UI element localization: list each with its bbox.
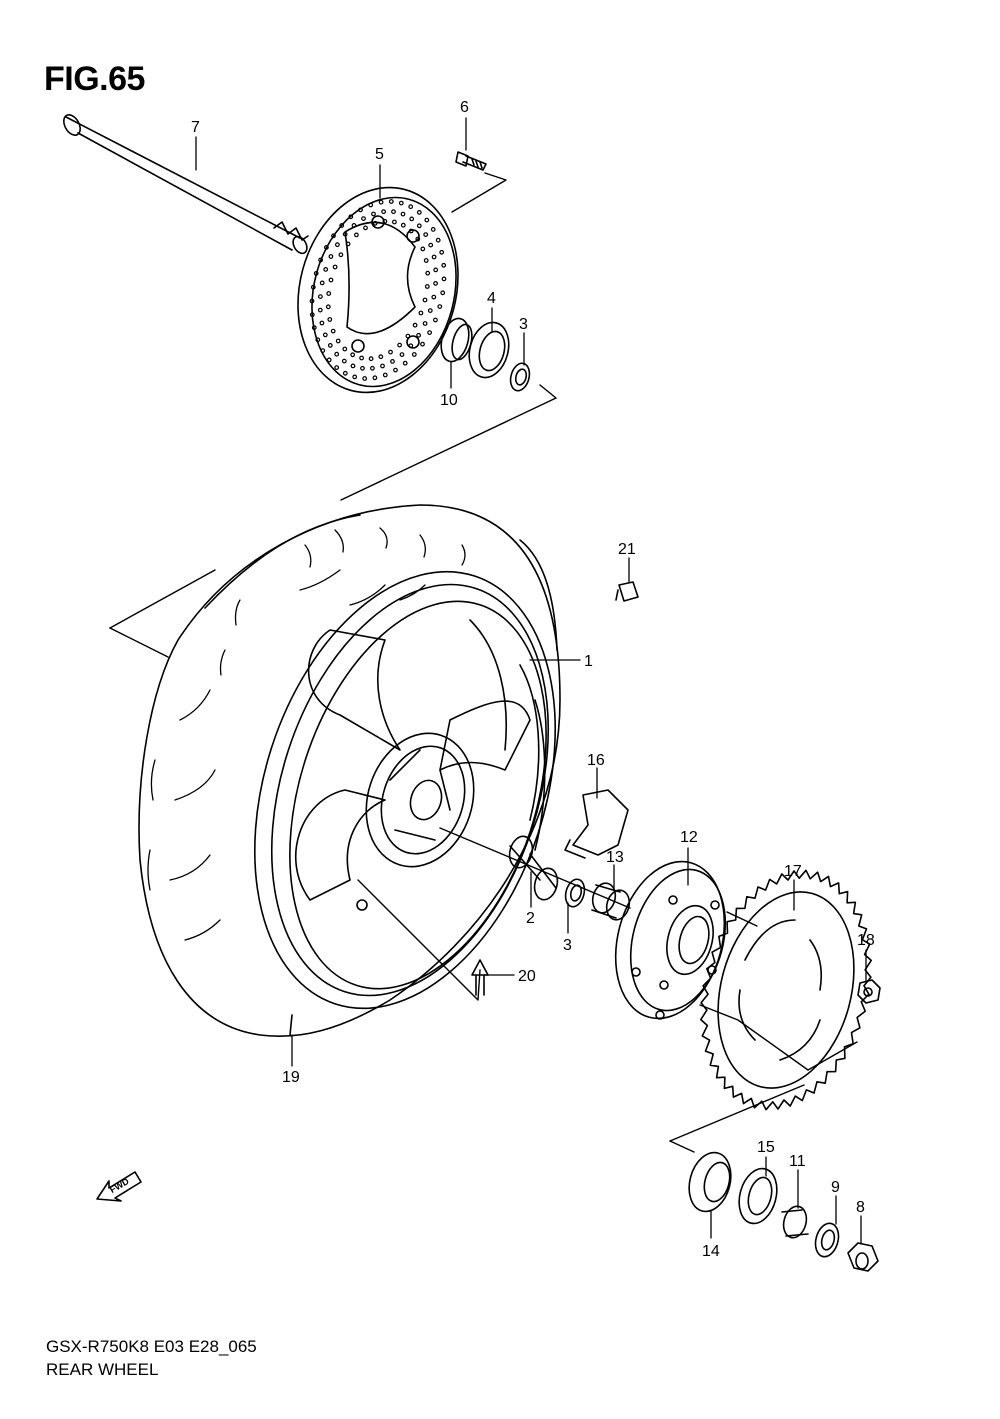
callout-14: 14 bbox=[702, 1243, 720, 1260]
callout-10: 10 bbox=[440, 392, 458, 409]
callout-13: 13 bbox=[606, 849, 624, 866]
callout-labels: 1 2 3 3 4 5 6 7 8 9 10 11 12 13 14 15 16… bbox=[191, 99, 875, 1260]
figure-title: FIG.65 bbox=[44, 60, 145, 98]
leader-lines bbox=[195, 117, 867, 1245]
drum-bearing bbox=[688, 1151, 732, 1213]
callout-8: 8 bbox=[856, 1199, 865, 1216]
callout-9: 9 bbox=[831, 1179, 840, 1196]
rear-sprocket bbox=[700, 869, 872, 1111]
callout-16: 16 bbox=[587, 752, 605, 769]
callout-17: 17 bbox=[784, 863, 802, 880]
sprocket-bearing-spacer bbox=[591, 882, 631, 921]
callout-20: 20 bbox=[518, 968, 536, 985]
right-bearing bbox=[564, 878, 586, 908]
sprocket-drum bbox=[614, 860, 727, 1020]
wheel-spacer bbox=[508, 835, 559, 901]
section-name: REAR WHEEL bbox=[46, 1360, 159, 1379]
callout-6: 6 bbox=[460, 99, 469, 116]
balancer-clip bbox=[615, 581, 639, 602]
disc-bolt bbox=[455, 151, 487, 171]
tire-valve bbox=[471, 959, 489, 996]
callout-3a: 3 bbox=[519, 316, 528, 333]
drum-spacer bbox=[781, 1205, 809, 1239]
axle-nut bbox=[847, 1242, 879, 1272]
rear-tire bbox=[138, 504, 561, 1038]
callout-18: 18 bbox=[857, 932, 875, 949]
callout-3b: 3 bbox=[563, 937, 572, 954]
rear-axle bbox=[63, 114, 309, 255]
callout-12: 12 bbox=[680, 829, 698, 846]
callout-7: 7 bbox=[191, 119, 200, 136]
callout-11: 11 bbox=[789, 1153, 806, 1170]
left-bearing bbox=[509, 362, 531, 392]
callout-15: 15 bbox=[757, 1139, 775, 1156]
assembly-guide-lines bbox=[109, 172, 858, 1153]
sprocket-nut bbox=[857, 979, 881, 1004]
callout-4: 4 bbox=[487, 290, 496, 307]
drum-oil-seal bbox=[738, 1167, 778, 1225]
axle-washer bbox=[814, 1222, 840, 1258]
model-code: GSX-R750K8 E03 E28_065 bbox=[46, 1337, 257, 1356]
callout-2: 2 bbox=[526, 910, 535, 927]
rear-wheel bbox=[253, 570, 557, 1010]
callout-19: 19 bbox=[282, 1069, 300, 1086]
caliper-bracket bbox=[564, 789, 629, 859]
forward-direction-arrow: FWD bbox=[96, 1171, 142, 1202]
callout-5: 5 bbox=[375, 146, 384, 163]
callout-21: 21 bbox=[618, 541, 636, 558]
oil-seal bbox=[468, 321, 510, 379]
brake-disc bbox=[297, 186, 459, 394]
callout-1: 1 bbox=[584, 653, 593, 670]
